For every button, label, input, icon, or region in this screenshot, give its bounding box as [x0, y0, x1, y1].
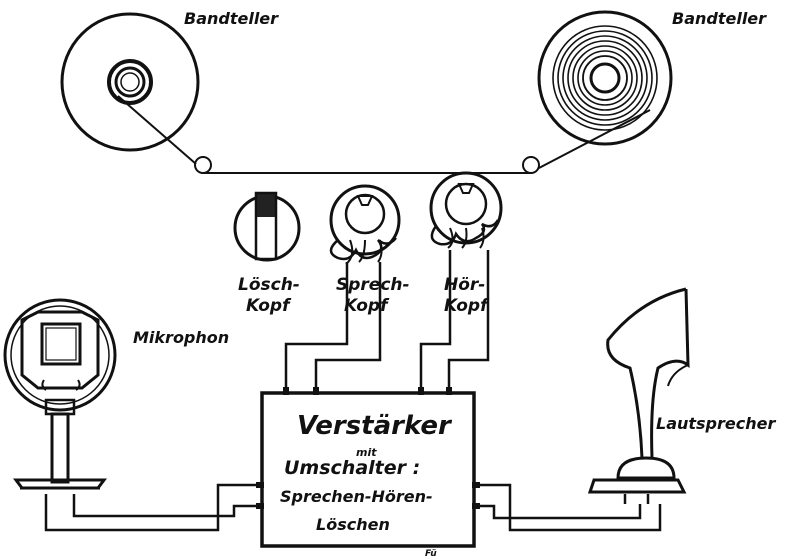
record-head: [329, 184, 401, 265]
amplifier-with: mit: [356, 446, 377, 459]
right-reel: [537, 10, 673, 146]
left-reel: [60, 12, 200, 152]
play-head-label-line2: Kopf: [444, 296, 490, 316]
amplifier-switch: Umschalter :: [284, 457, 420, 479]
loudspeaker: [587, 287, 690, 504]
amplifier-title: Verstärker: [297, 411, 453, 441]
signature: Fü: [425, 549, 437, 559]
record-head-label-line2: Kopf: [344, 296, 390, 316]
right-reel-label: Bandteller: [672, 9, 767, 28]
left-reel-label: Bandteller: [184, 9, 279, 28]
amplifier-box: [256, 387, 480, 548]
erase-head: [233, 191, 301, 262]
microphone-label: Mikrophon: [133, 328, 229, 347]
microphone: [3, 298, 117, 506]
erase-head-label-line1: Lösch-: [238, 275, 300, 295]
erase-head-label-line2: Kopf: [246, 296, 292, 316]
record-head-label-line1: Sprech-: [336, 275, 410, 295]
wiring: [44, 250, 662, 532]
play-head: [429, 171, 503, 249]
loudspeaker-label: Lautsprecher: [656, 414, 776, 433]
amplifier-modes: Sprechen-Hören-: [280, 487, 433, 506]
amplifier-erase: Löschen: [316, 515, 390, 534]
play-head-label-line1: Hör-: [444, 275, 485, 295]
